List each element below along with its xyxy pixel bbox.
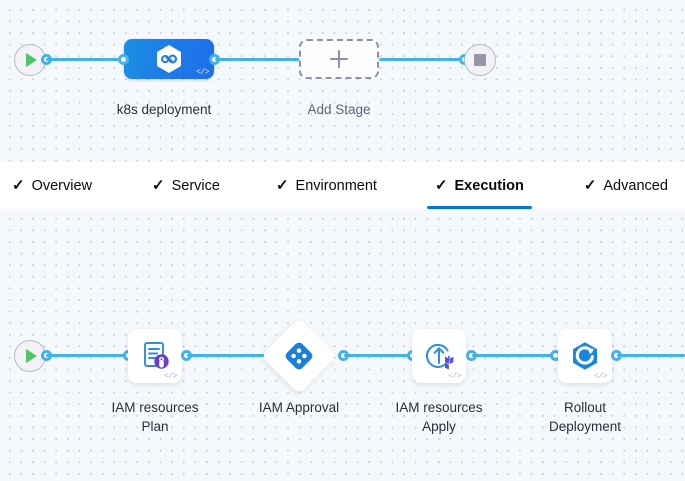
approval-diamond-icon bbox=[285, 342, 313, 370]
connector-start-to-plan bbox=[46, 354, 128, 357]
tab-overview[interactable]: ✓ Overview bbox=[12, 162, 92, 209]
tab-overview-label: Overview bbox=[31, 177, 93, 194]
tab-active-indicator bbox=[426, 206, 532, 209]
code-badge: </> bbox=[164, 372, 177, 381]
stage-end-node[interactable] bbox=[464, 44, 496, 76]
connector-start-to-k8s bbox=[46, 58, 124, 61]
tab-environment[interactable]: ✓ Environment bbox=[276, 162, 377, 209]
connector-approval-to-apply bbox=[344, 354, 412, 357]
code-badge: </> bbox=[448, 372, 461, 381]
check-icon: ✓ bbox=[434, 177, 448, 194]
step-label-rollout-deployment: Rollout Deployment bbox=[548, 400, 622, 434]
tab-advanced[interactable]: ✓ Advanced bbox=[584, 162, 668, 209]
execution-steps-canvas[interactable]: </> bbox=[0, 209, 685, 481]
code-badge: </> bbox=[196, 68, 209, 77]
check-icon: ✓ bbox=[12, 177, 25, 194]
terraform-plan-icon bbox=[144, 342, 169, 369]
connector-rollout-trailing bbox=[617, 354, 685, 357]
step-node-iam-approval[interactable] bbox=[272, 329, 326, 383]
stop-icon bbox=[474, 54, 486, 66]
check-icon: ✓ bbox=[152, 177, 165, 194]
play-icon bbox=[26, 349, 37, 363]
connector-add-stage-to-end bbox=[379, 58, 463, 61]
harness-hexagon-icon bbox=[157, 45, 181, 73]
stage-node-k8s-deployment[interactable]: </> bbox=[124, 39, 214, 79]
add-stage-button[interactable] bbox=[299, 39, 379, 79]
step-node-iam-resources-plan[interactable]: </> bbox=[128, 329, 182, 383]
step-label-iam-resources-plan: IAM resources Plan bbox=[111, 400, 199, 434]
stage-node-inbound-dot[interactable] bbox=[118, 54, 129, 65]
connector-apply-to-rollout bbox=[472, 354, 555, 357]
stage-start-node[interactable] bbox=[14, 44, 46, 76]
tab-execution[interactable]: ✓ Execution bbox=[426, 162, 532, 209]
step-node-iam-resources-apply[interactable]: </> bbox=[412, 329, 466, 383]
plus-icon bbox=[329, 49, 349, 69]
connector-k8s-to-add-stage bbox=[215, 58, 300, 61]
code-badge: </> bbox=[594, 372, 607, 381]
k8s-rollout-icon bbox=[573, 342, 597, 370]
tab-execution-label: Execution bbox=[454, 177, 524, 194]
tab-advanced-label: Advanced bbox=[603, 177, 668, 194]
step-node-rollout-deployment[interactable]: </> bbox=[558, 329, 612, 383]
tab-service-label: Service bbox=[171, 177, 220, 194]
terraform-apply-icon bbox=[426, 343, 454, 370]
steps-start-node[interactable] bbox=[14, 340, 46, 372]
play-icon bbox=[26, 53, 37, 67]
step-label-iam-resources-apply: IAM resources Apply bbox=[395, 400, 483, 434]
step-label-iam-approval: IAM Approval bbox=[258, 400, 340, 415]
connector-plan-to-approval bbox=[187, 354, 270, 357]
add-stage-label: Add Stage bbox=[307, 102, 371, 117]
check-icon: ✓ bbox=[583, 177, 597, 194]
tab-environment-label: Environment bbox=[295, 177, 377, 194]
tab-service[interactable]: ✓ Service bbox=[152, 162, 220, 209]
check-icon: ✓ bbox=[275, 177, 289, 194]
stage-label-k8s-deployment: k8s deployment bbox=[116, 102, 212, 117]
stage-canvas[interactable]: </> k8s deployment Add Stage bbox=[0, 0, 685, 162]
stage-tab-bar: ✓ Overview ✓ Service ✓ Environment ✓ Exe… bbox=[0, 162, 685, 209]
